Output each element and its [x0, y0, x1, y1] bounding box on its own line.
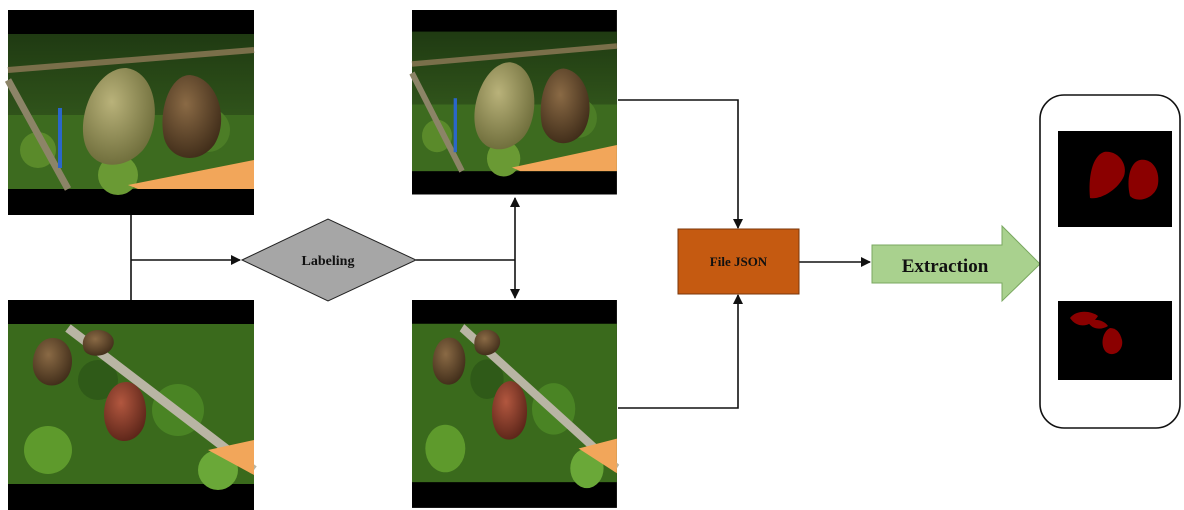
- extraction-node: Extraction: [871, 224, 1041, 303]
- photo-1: [8, 10, 254, 215]
- mask-result-1: [1058, 131, 1172, 227]
- mask-result-2: [1058, 301, 1172, 380]
- extraction-arrow-shape: [871, 224, 1041, 303]
- connectors: [130, 99, 871, 409]
- labeling-diamond: [240, 218, 418, 302]
- photo-1-labeled: [412, 10, 617, 195]
- arrow-photo-1-to-json: [618, 99, 743, 229]
- results-panel: [1039, 94, 1181, 429]
- extraction-label: Extraction: [902, 256, 989, 277]
- arrow-photo-2-to-json: [618, 294, 743, 409]
- file-json-box: [677, 228, 800, 295]
- file-json-node: File JSON: [677, 228, 800, 295]
- labeling-label: Labeling: [302, 254, 355, 269]
- photo-2-labeled: [412, 300, 617, 508]
- file-json-label: File JSON: [710, 254, 768, 269]
- photo-2: [8, 300, 254, 510]
- labeling-node: Labeling: [240, 218, 418, 302]
